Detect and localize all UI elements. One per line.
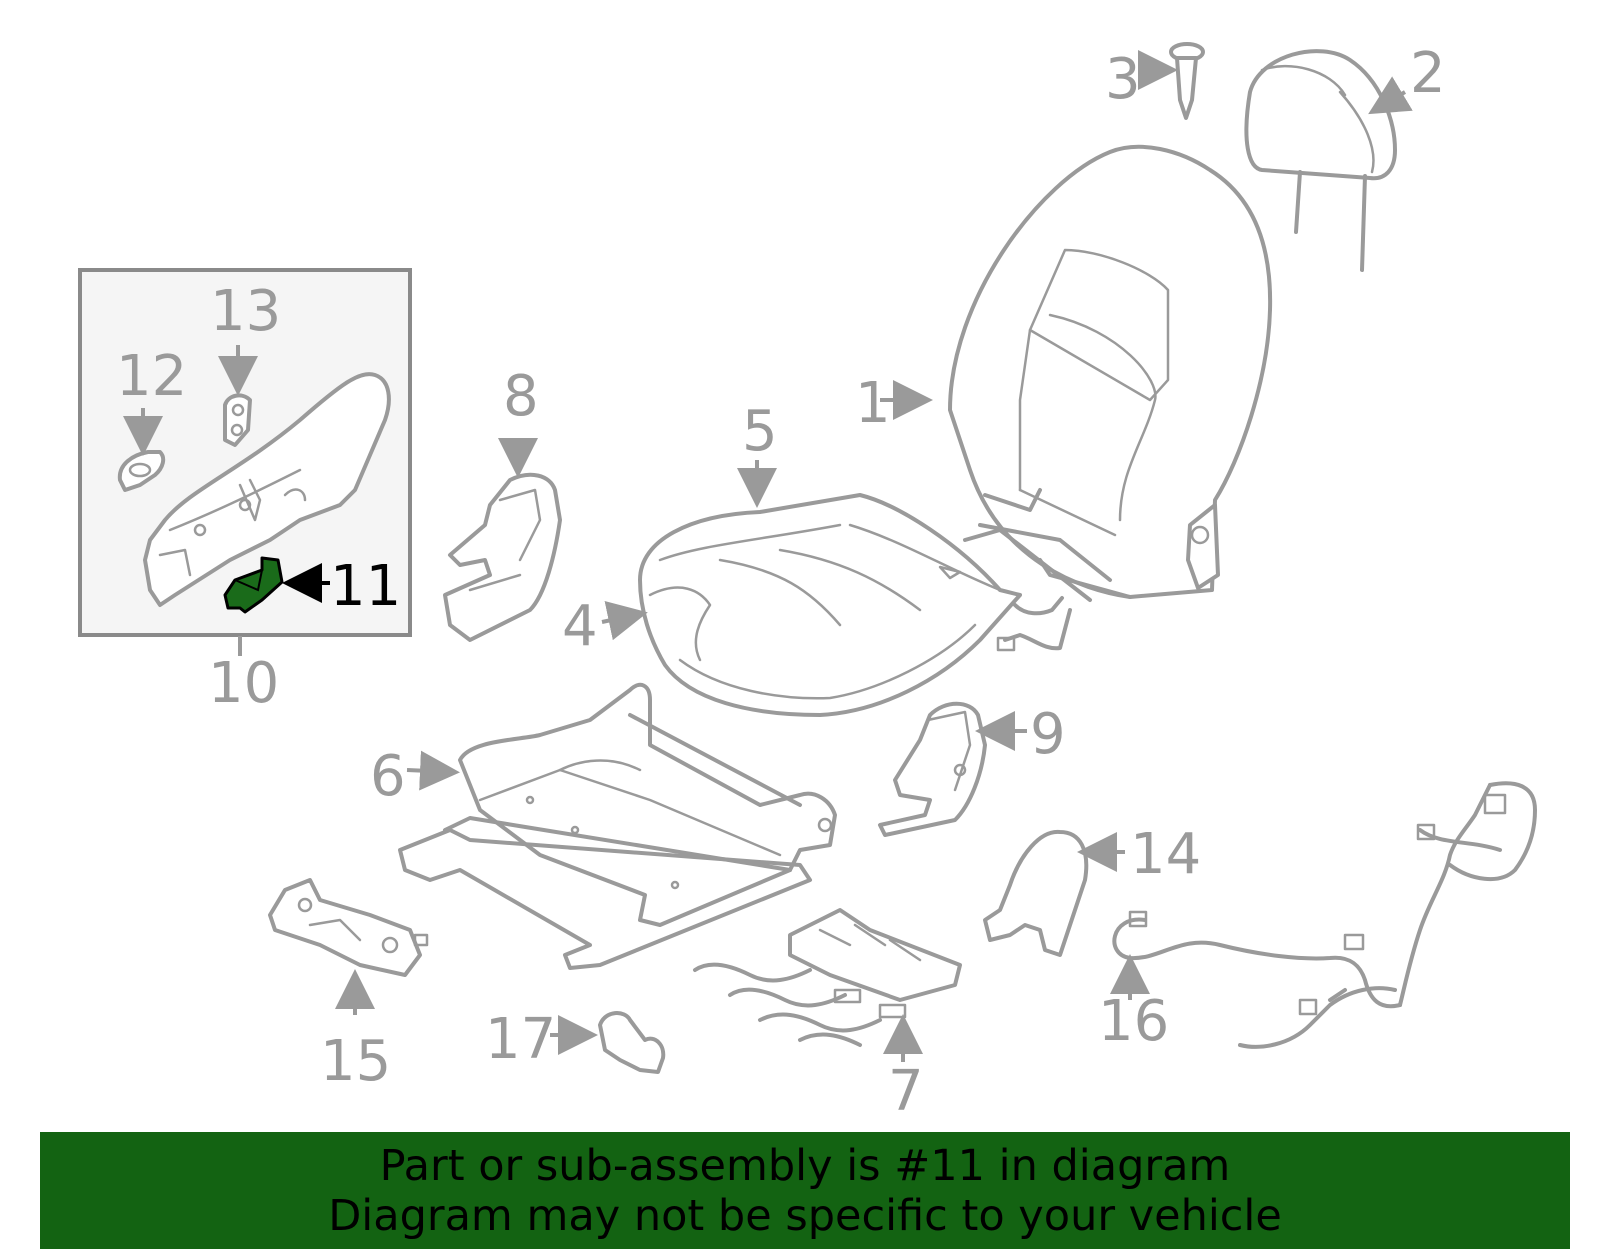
callout-12: 12 xyxy=(116,344,187,409)
part-17-clip[interactable] xyxy=(598,1011,666,1074)
callout-labels: 1 2 3 4 5 6 7 8 9 10 11 12 13 14 15 16 1… xyxy=(116,41,1446,1124)
part-1-seat-back[interactable] xyxy=(948,144,1273,602)
part-10-side-cover[interactable] xyxy=(143,372,391,607)
part-13-lever-knob[interactable] xyxy=(223,393,252,447)
footer-line-disclaimer: Diagram may not be specific to your vehi… xyxy=(328,1190,1282,1241)
callout-1: 1 xyxy=(855,371,891,436)
callout-4: 4 xyxy=(562,594,598,659)
callout-arrows xyxy=(123,50,1413,1062)
callout-7: 7 xyxy=(888,1059,924,1124)
seat-parts-diagram: 1 2 3 4 5 6 7 8 9 10 11 12 13 14 15 16 1… xyxy=(78,41,1537,1124)
part-3-headrest-guide[interactable] xyxy=(1169,42,1205,120)
part-4-seat-cushion-cover[interactable] xyxy=(678,596,1072,700)
part-6-seat-frame[interactable] xyxy=(398,682,837,970)
callout-2: 2 xyxy=(1410,41,1446,106)
callout-9: 9 xyxy=(1030,702,1066,767)
part-9-side-bracket[interactable] xyxy=(878,701,987,837)
footer-banner: Part or sub-assembly is #11 in diagram D… xyxy=(40,1132,1570,1249)
callout-16: 16 xyxy=(1098,989,1169,1054)
callout-10: 10 xyxy=(208,651,279,716)
part-2-headrest[interactable] xyxy=(1244,49,1397,272)
callout-11: 11 xyxy=(330,554,401,619)
callout-15: 15 xyxy=(320,1029,391,1094)
callout-14: 14 xyxy=(1130,822,1201,887)
part-15-lower-bracket[interactable] xyxy=(268,878,429,977)
callout-8: 8 xyxy=(503,364,539,429)
part-7-seat-spring[interactable] xyxy=(693,908,962,1047)
callout-17: 17 xyxy=(485,1007,556,1072)
callout-5: 5 xyxy=(742,399,778,464)
footer-line-part-reference: Part or sub-assembly is #11 in diagram xyxy=(379,1140,1231,1191)
part-5-seat-cushion-pad[interactable] xyxy=(638,493,1022,717)
part-14-cover[interactable] xyxy=(983,829,1089,957)
part-8-side-panel[interactable] xyxy=(443,472,562,642)
callout-6: 6 xyxy=(370,744,406,809)
callout-13: 13 xyxy=(210,279,281,344)
part-16-wiring-harness[interactable] xyxy=(1112,781,1537,1049)
callout-3: 3 xyxy=(1105,47,1141,112)
